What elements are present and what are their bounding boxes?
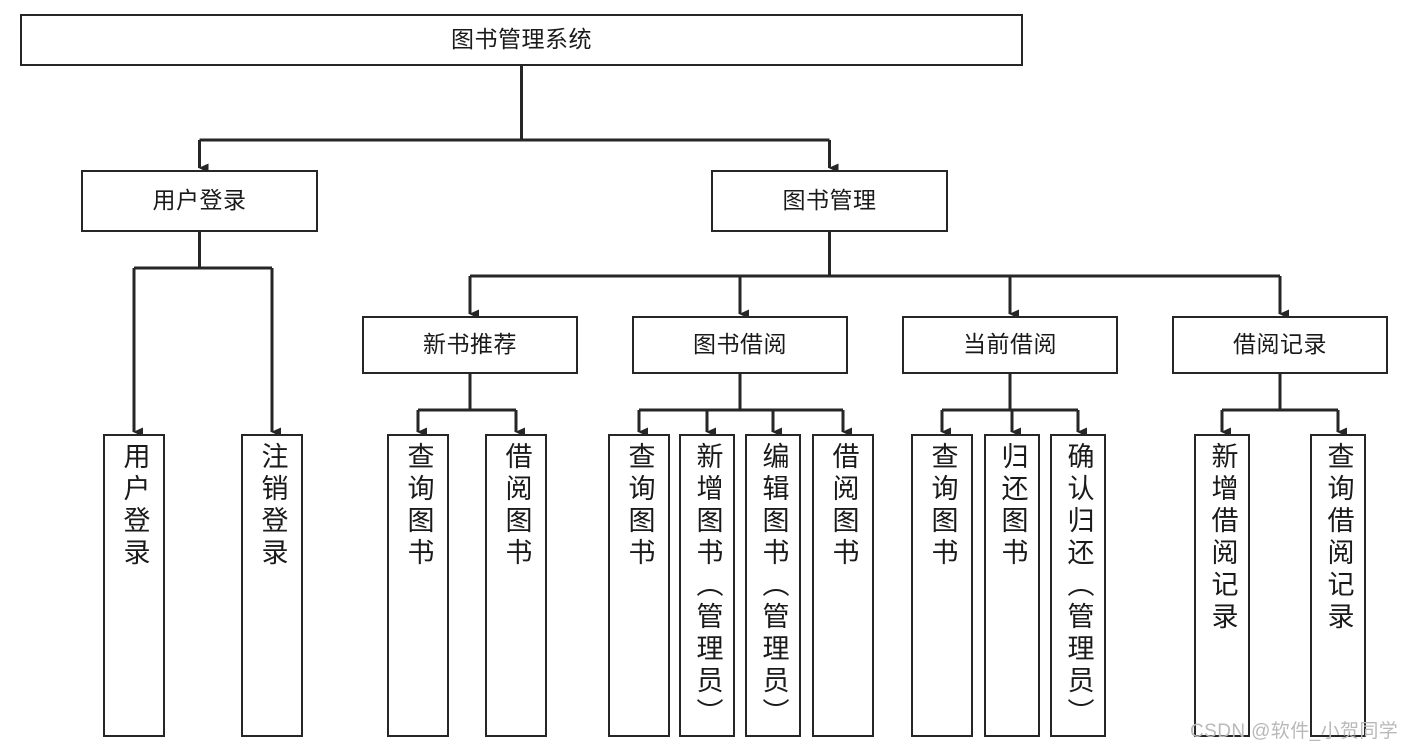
node-leaf-add-book-admin[interactable]: 新增图书（管理员） bbox=[679, 434, 735, 737]
node-label: 用户登录 bbox=[152, 187, 247, 214]
node-label: 用户登录 bbox=[119, 442, 150, 570]
node-root[interactable]: 图书管理系统 bbox=[20, 14, 1023, 66]
node-label: 新增图书（管理员） bbox=[692, 442, 723, 730]
node-book-borrow[interactable]: 图书借阅 bbox=[632, 316, 848, 374]
node-current-borrow[interactable]: 当前借阅 bbox=[902, 316, 1118, 374]
node-label: 新增借阅记录 bbox=[1207, 442, 1238, 634]
node-leaf-edit-book-admin[interactable]: 编辑图书（管理员） bbox=[745, 434, 801, 737]
node-label: 图书借阅 bbox=[693, 331, 787, 358]
node-label: 借阅图书 bbox=[501, 442, 532, 570]
node-leaf-return-book[interactable]: 归还图书 bbox=[984, 434, 1040, 737]
node-leaf-add-borrow-record[interactable]: 新增借阅记录 bbox=[1194, 434, 1250, 737]
node-leaf-borrow-book[interactable]: 借阅图书 bbox=[812, 434, 874, 737]
node-user-login[interactable]: 用户登录 bbox=[81, 170, 318, 232]
node-leaf-query-borrow-record[interactable]: 查询借阅记录 bbox=[1310, 434, 1366, 737]
node-label: 查询借阅记录 bbox=[1323, 442, 1354, 634]
node-new-book-recommend[interactable]: 新书推荐 bbox=[362, 316, 578, 374]
csdn-watermark: CSDN @软件_小贺同学 bbox=[1190, 721, 1399, 742]
node-label: 查询图书 bbox=[624, 442, 655, 570]
node-label: 借阅记录 bbox=[1233, 331, 1327, 358]
node-leaf-user-logout[interactable]: 注销登录 bbox=[241, 434, 303, 737]
node-leaf-borrow-book-rec[interactable]: 借阅图书 bbox=[485, 434, 547, 737]
node-label: 编辑图书（管理员） bbox=[758, 442, 789, 730]
node-book-management[interactable]: 图书管理 bbox=[711, 170, 948, 232]
node-leaf-query-book-borrow[interactable]: 查询图书 bbox=[608, 434, 670, 737]
node-label: 查询图书 bbox=[927, 442, 958, 570]
node-label: 图书管理 bbox=[782, 187, 877, 214]
node-label: 查询图书 bbox=[403, 442, 434, 570]
node-label: 新书推荐 bbox=[423, 331, 517, 358]
connector-lines bbox=[132, 66, 1347, 437]
node-label: 归还图书 bbox=[997, 442, 1028, 570]
node-label: 确认归还（管理员） bbox=[1063, 442, 1094, 730]
node-leaf-user-login[interactable]: 用户登录 bbox=[103, 434, 165, 737]
node-label: 注销登录 bbox=[257, 442, 288, 570]
node-label: 图书管理系统 bbox=[451, 26, 592, 53]
node-label: 借阅图书 bbox=[828, 442, 859, 570]
node-leaf-query-book-current[interactable]: 查询图书 bbox=[911, 434, 973, 737]
node-label: 当前借阅 bbox=[963, 331, 1057, 358]
node-leaf-confirm-return-admin[interactable]: 确认归还（管理员） bbox=[1050, 434, 1106, 737]
node-leaf-query-book-rec[interactable]: 查询图书 bbox=[387, 434, 449, 737]
node-borrow-record[interactable]: 借阅记录 bbox=[1172, 316, 1388, 374]
